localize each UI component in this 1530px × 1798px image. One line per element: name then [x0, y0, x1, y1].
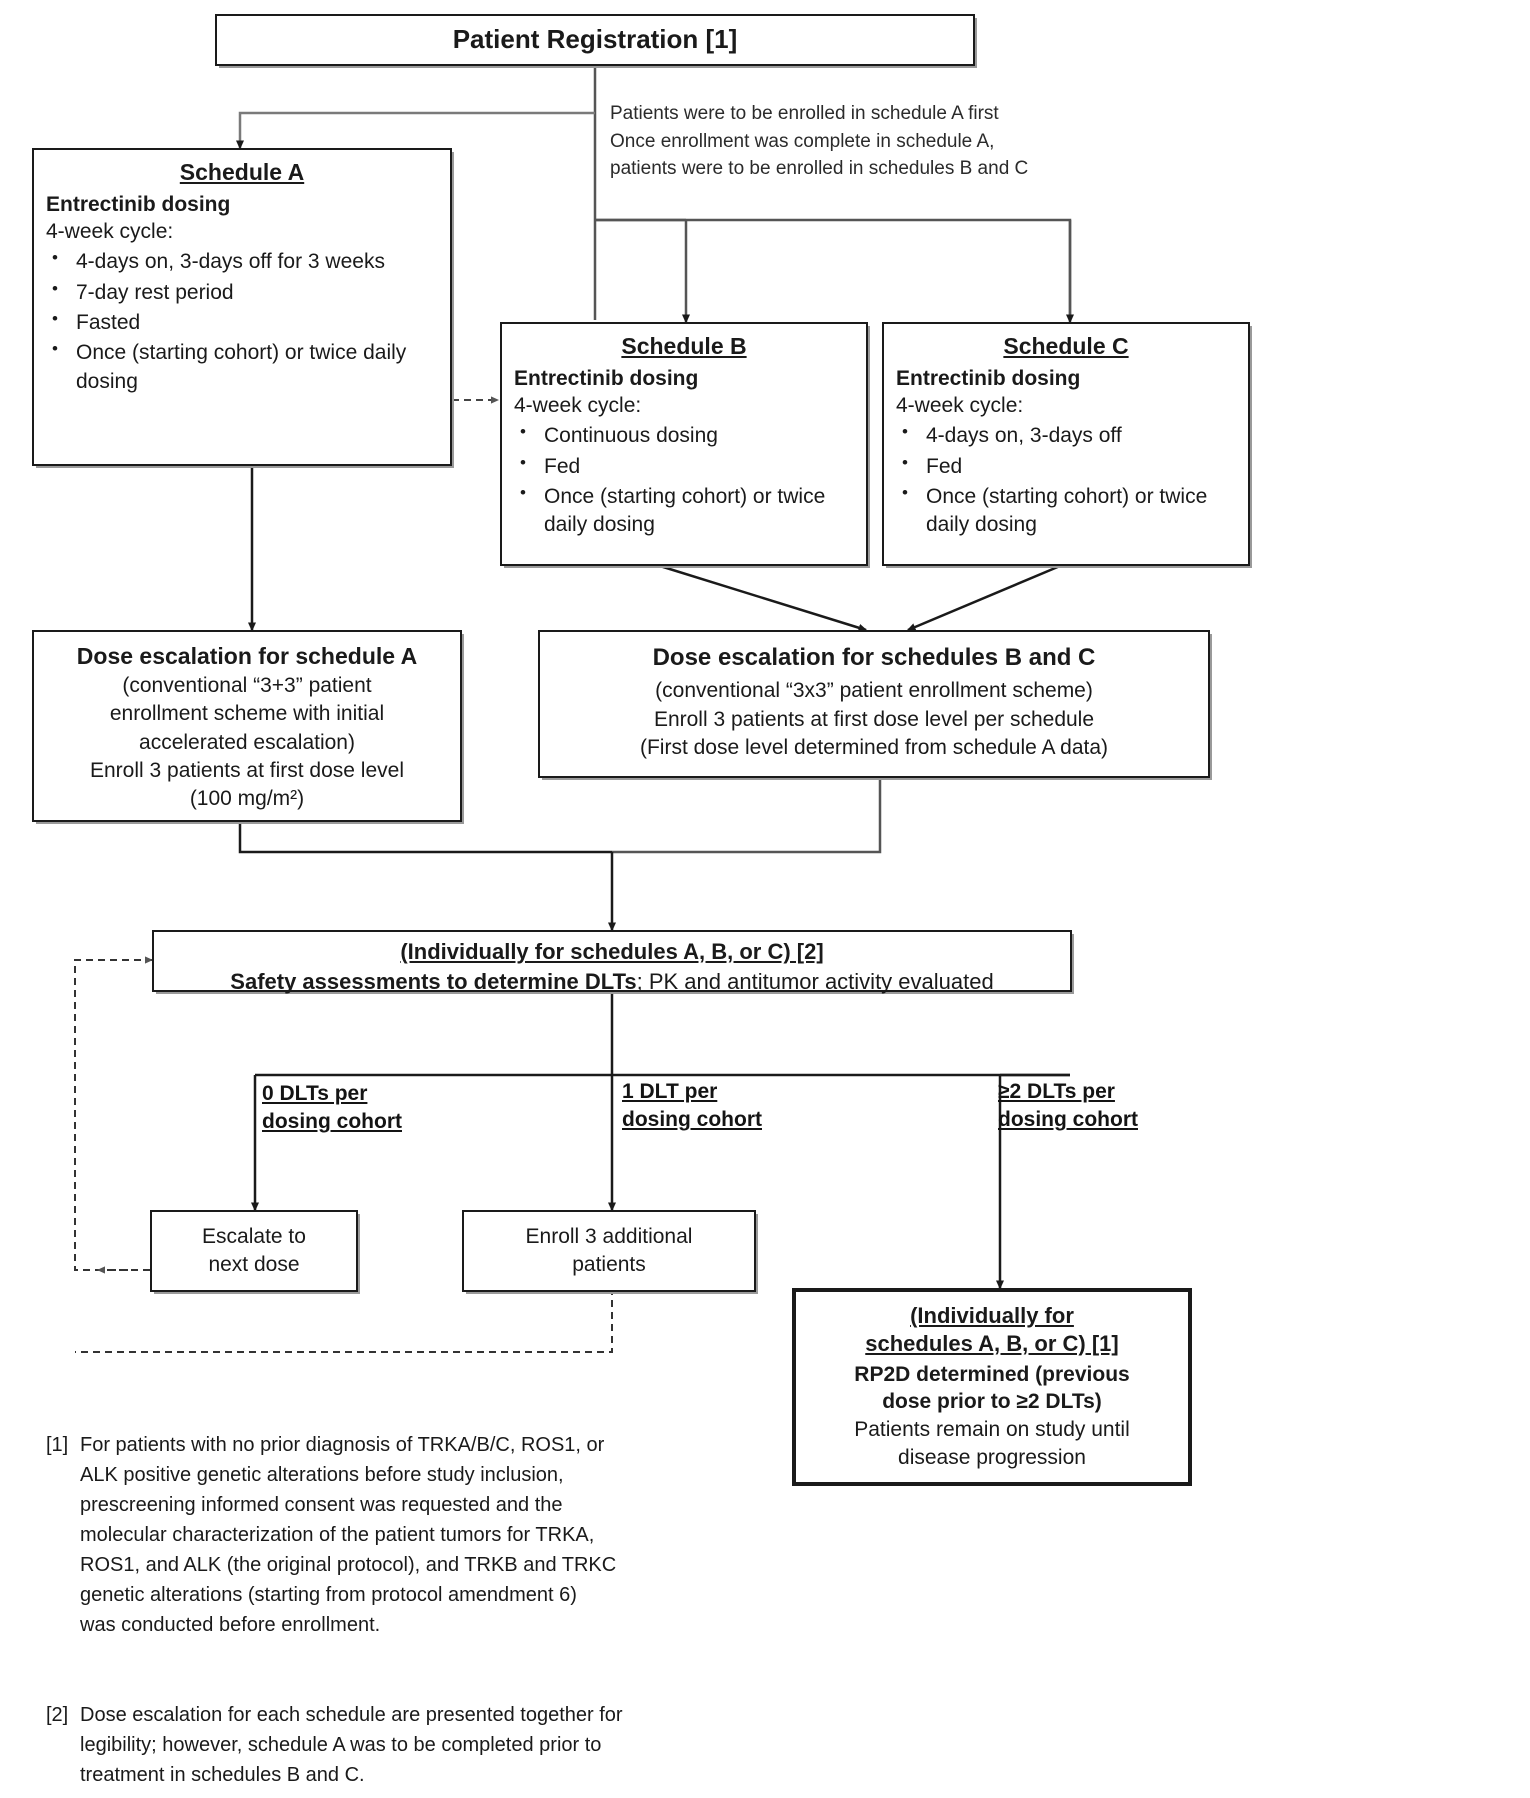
dose-escalation-a-title: Dose escalation for schedule A: [76, 643, 418, 669]
rp2d-title-line-2: schedules A, B, or C) [1]: [865, 1330, 1119, 1356]
schedule-a-subtitle: Entrectinib dosing: [46, 192, 231, 216]
list-item: 7-day rest period: [52, 278, 438, 307]
footnote-1-marker: [1]: [46, 1434, 69, 1456]
schedule-c-cycle: 4-week cycle:: [896, 394, 1024, 418]
safety-title: (Individually for schedules A, B, or C) …: [400, 939, 824, 964]
list-item: 4-days on, 3-days off: [902, 421, 1236, 450]
footnote-2-marker: [2]: [46, 1704, 69, 1726]
node-escalate-next-dose[interactable]: Escalate to next dose: [150, 1210, 358, 1292]
dose-escalation-bc-title: Dose escalation for schedules B and C: [652, 644, 1096, 671]
list-item: Continuous dosing: [520, 421, 854, 450]
schedule-a-title: Schedule A: [179, 159, 305, 185]
enroll-additional-line-2: patients: [572, 1253, 646, 1276]
edge-label-one-dlt: 1 DLT per dosing cohort: [622, 1080, 762, 1132]
dose-escalation-bc-line-2: Enroll 3 patients at first dose level pe…: [653, 707, 1095, 731]
safety-plain-text: ; PK and antitumor activity evaluated: [636, 968, 994, 994]
dose-escalation-a-line-4: Enroll 3 patients at first dose level: [90, 758, 404, 782]
dose-escalation-bc-line-3: (First dose level determined from schedu…: [639, 735, 1109, 759]
edge-label-zero-dlt: 0 DLTs per dosing cohort: [262, 1082, 402, 1134]
rp2d-plain-line-2: disease progression: [898, 1445, 1086, 1469]
node-dose-escalation-schedule-a[interactable]: Dose escalation for schedule A (conventi…: [32, 630, 462, 822]
footnote-2: [2] Dose escalation for each schedule ar…: [46, 1700, 766, 1790]
list-item: Fed: [902, 452, 1236, 481]
schedule-c-title: Schedule C: [1003, 333, 1129, 359]
escalate-line-2: next dose: [208, 1253, 300, 1276]
schedule-a-bullets: 4-days on, 3-days off for 3 weeks 7-day …: [46, 247, 438, 396]
footnote-2-text: Dose escalation for each schedule are pr…: [80, 1704, 623, 1786]
rp2d-title-line-1: (Individually for: [910, 1303, 1074, 1328]
patient-registration-label: Patient Registration [1]: [452, 24, 738, 55]
node-patient-registration[interactable]: Patient Registration [1]: [215, 14, 975, 66]
dose-escalation-a-line-1: (conventional “3+3” patient: [122, 673, 372, 697]
footnote-1: [1] For patients with no prior diagnosis…: [46, 1430, 736, 1640]
footnote-1-text: For patients with no prior diagnosis of …: [80, 1434, 617, 1636]
enroll-additional-line-1: Enroll 3 additional: [525, 1224, 693, 1248]
schedule-c-subtitle: Entrectinib dosing: [896, 366, 1081, 390]
rp2d-bold-line-2: dose prior to ≥2 DLTs): [882, 1390, 1102, 1414]
list-item: Once (starting cohort) or twice daily do…: [902, 482, 1236, 540]
dose-escalation-a-line-2: enrollment scheme with initial: [109, 702, 385, 726]
node-dose-escalation-schedules-bc[interactable]: Dose escalation for schedules B and C (c…: [538, 630, 1210, 778]
schedule-b-cycle: 4-week cycle:: [514, 394, 642, 418]
list-item: Fasted: [52, 308, 438, 337]
schedule-b-title: Schedule B: [621, 333, 747, 359]
node-schedule-c[interactable]: Schedule C Entrectinib dosing 4-week cyc…: [882, 322, 1250, 566]
node-safety-assessments[interactable]: (Individually for schedules A, B, or C) …: [152, 930, 1072, 994]
schedule-b-bullets: Continuous dosing Fed Once (starting coh…: [514, 421, 854, 540]
list-item: Once (starting cohort) or twice daily do…: [52, 338, 438, 396]
dose-escalation-a-line-5: (100 mg/m²): [189, 787, 305, 811]
schedule-b-subtitle: Entrectinib dosing: [514, 366, 699, 390]
list-item: Once (starting cohort) or twice daily do…: [520, 482, 854, 540]
schedule-c-bullets: 4-days on, 3-days off Fed Once (starting…: [896, 421, 1236, 540]
list-item: Fed: [520, 452, 854, 481]
rp2d-plain-line-1: Patients remain on study until: [854, 1417, 1130, 1441]
list-item: 4-days on, 3-days off for 3 weeks: [52, 247, 438, 276]
safety-bold-text: Safety assessments to determine DLTs: [230, 968, 637, 994]
dose-escalation-a-line-3: accelerated escalation): [139, 730, 355, 754]
node-schedule-b[interactable]: Schedule B Entrectinib dosing 4-week cyc…: [500, 322, 868, 566]
dose-escalation-bc-line-1: (conventional “3x3” patient enrollment s…: [655, 679, 1093, 703]
node-schedule-a[interactable]: Schedule A Entrectinib dosing 4-week cyc…: [32, 148, 452, 466]
escalate-line-1: Escalate to: [202, 1224, 306, 1248]
edge-label-two-plus-dlt: ≥2 DLTs per dosing cohort: [998, 1080, 1138, 1132]
rp2d-bold-line-1: RP2D determined (previous: [854, 1363, 1130, 1386]
schedule-a-cycle: 4-week cycle:: [46, 220, 174, 244]
node-enroll-additional-patients[interactable]: Enroll 3 additional patients: [462, 1210, 756, 1292]
node-rp2d-determined[interactable]: (Individually for schedules A, B, or C) …: [792, 1288, 1192, 1486]
enrollment-note: Patients were to be enrolled in schedule…: [610, 103, 1029, 180]
